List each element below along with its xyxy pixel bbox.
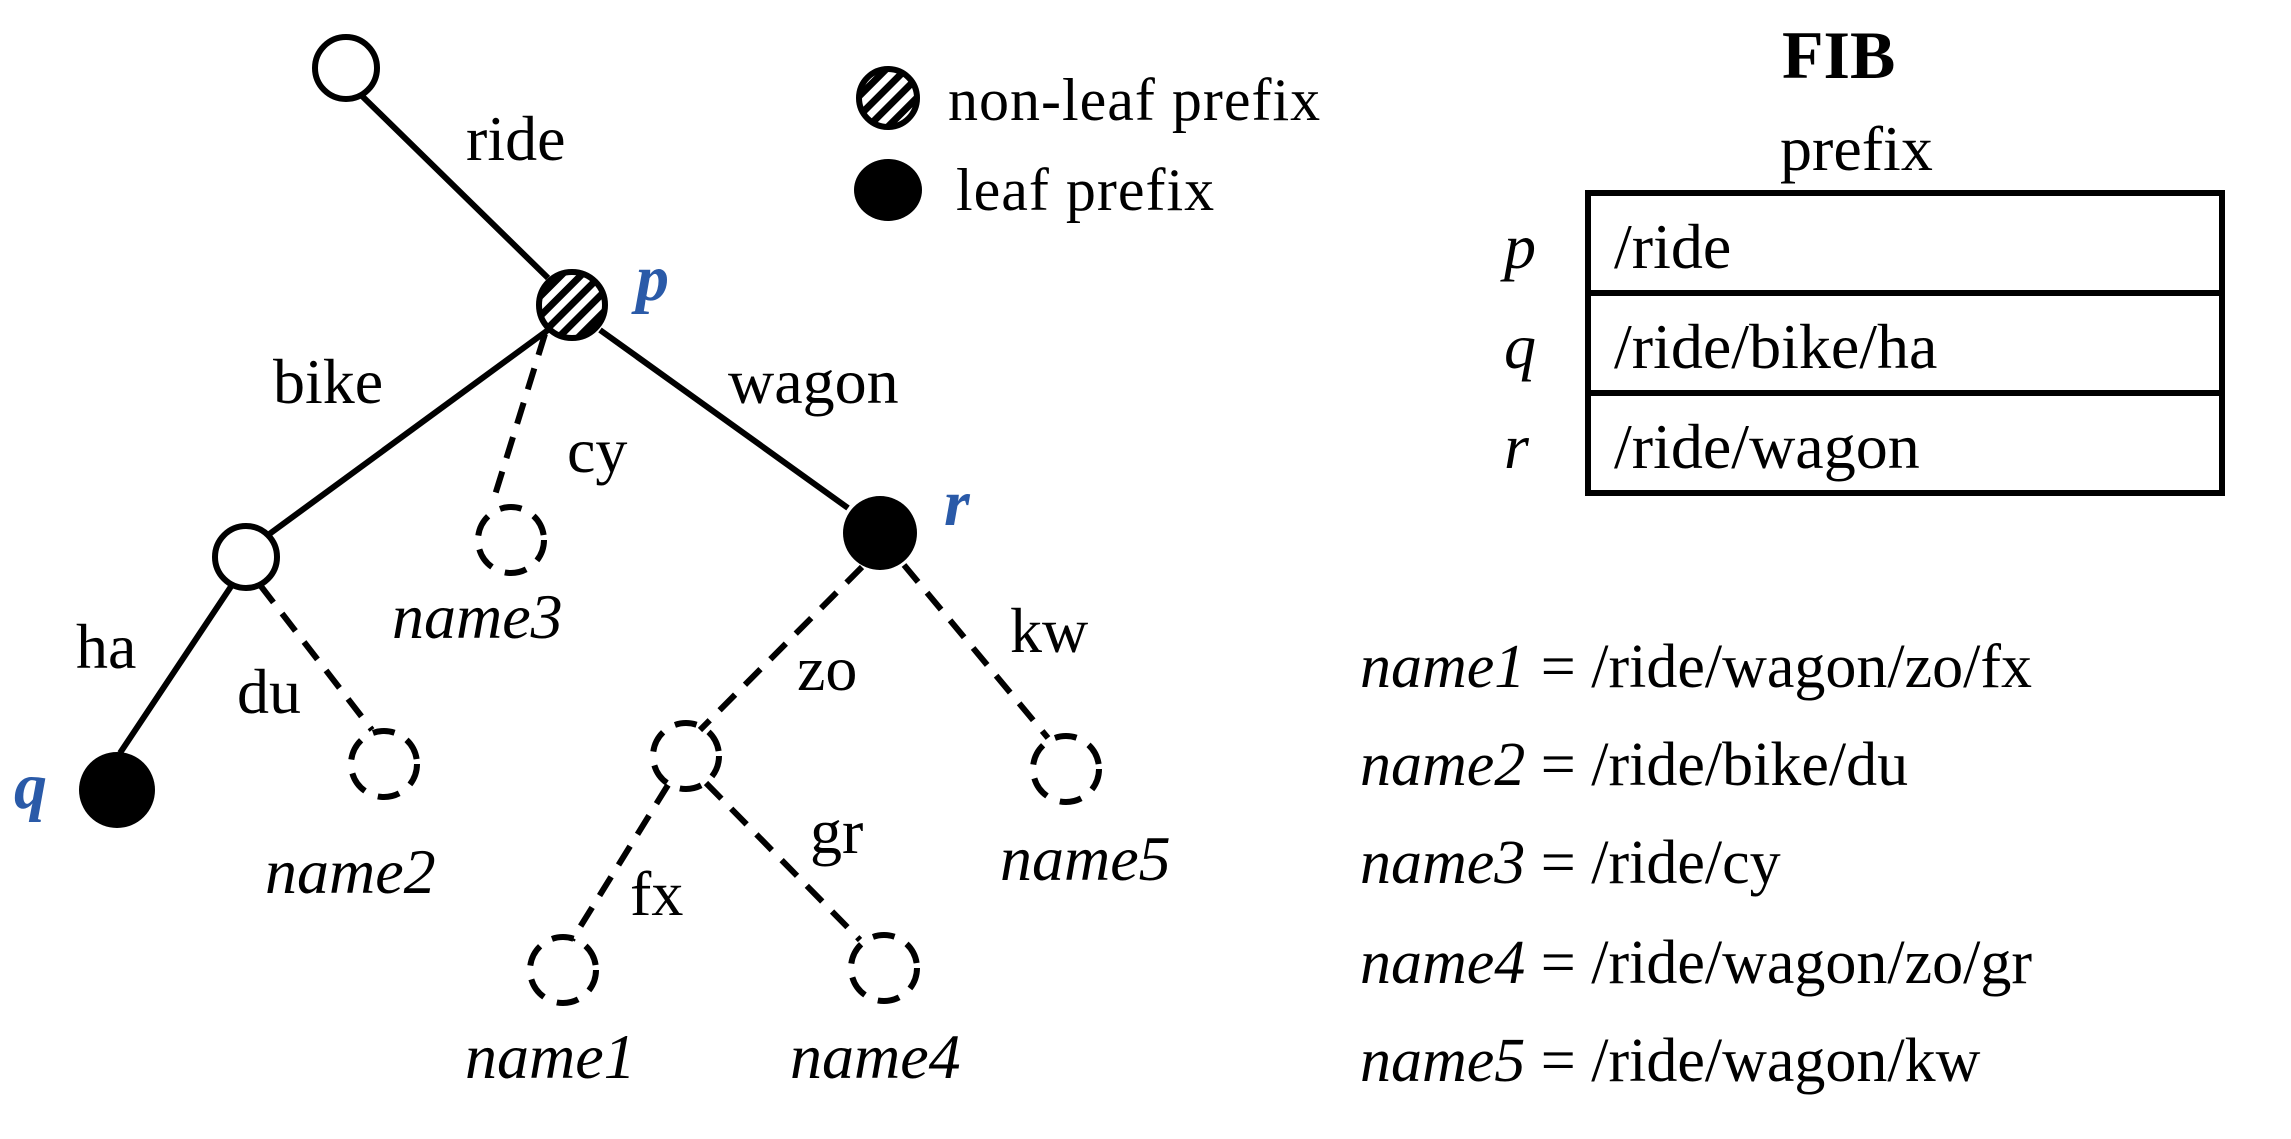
edge-r-name5 — [901, 563, 1051, 740]
fib-title: FIB — [1782, 17, 1895, 93]
edge-p-r — [598, 327, 850, 511]
edge-label-wagon: wagon — [728, 346, 899, 417]
legend-nonleaf-swatch — [856, 66, 920, 130]
fib-table: FIB prefix p q r /ride /ride/bike/ha /ri… — [1500, 17, 2225, 496]
name-definition-3: name3 = /ride/cy — [1360, 829, 1781, 897]
edge-p-name3 — [492, 333, 548, 496]
edge-label-bike: bike — [273, 346, 383, 417]
edge-label-zo: zo — [797, 633, 857, 704]
node-name1 — [527, 934, 599, 1006]
edge-label-du: du — [237, 656, 301, 727]
edge-label-fx: fx — [630, 858, 683, 929]
name-label-5: name5 — [1000, 823, 1171, 894]
name-definition-2: name2 = /ride/bike/du — [1360, 731, 1908, 799]
edge-zo-name1 — [569, 783, 671, 942]
fib-key-r: r — [1504, 411, 1530, 482]
edge-r-zo-node — [697, 564, 865, 733]
node-name2 — [348, 728, 420, 800]
edge-label-kw: kw — [1010, 595, 1088, 666]
name-label-4: name4 — [790, 1021, 961, 1092]
fib-column-header: prefix — [1780, 113, 1933, 184]
node-tags: p q r — [14, 242, 971, 823]
edge-bike-q — [117, 583, 235, 755]
legend-leaf-label: leaf prefix — [956, 157, 1215, 223]
edge-bike-name2 — [257, 583, 375, 732]
edge-p-bike-node — [266, 327, 550, 538]
fib-row-r — [1585, 390, 2225, 496]
name-label-1: name1 — [465, 1021, 636, 1092]
node-q-leaf-prefix — [79, 752, 155, 828]
fib-prefix-q: /ride/bike/ha — [1614, 311, 1937, 382]
edge-labels: ride bike cy wagon ha du zo kw fx gr — [76, 103, 1088, 929]
node-p-nonleaf-prefix — [536, 269, 608, 341]
edge-label-ha: ha — [76, 611, 136, 682]
legend-nonleaf-label: non-leaf prefix — [948, 67, 1321, 133]
name-definition-1: name1 = /ride/wagon/zo/fx — [1360, 633, 2032, 701]
legend-leaf-swatch — [854, 159, 922, 221]
fib-prefix-p: /ride — [1614, 211, 1731, 282]
name-label-3: name3 — [392, 581, 563, 652]
node-name4 — [848, 932, 920, 1004]
node-name3 — [475, 504, 547, 576]
edge-zo-name4 — [703, 780, 863, 943]
tree-edges — [117, 93, 1051, 943]
edge-root-p — [359, 93, 551, 281]
name-definition-4: name4 = /ride/wagon/zo/gr — [1360, 929, 2032, 997]
node-zo — [650, 720, 722, 792]
edge-label-gr: gr — [810, 796, 863, 867]
fib-key-p: p — [1500, 211, 1536, 282]
edge-label-ride: ride — [466, 103, 566, 174]
fib-prefix-r: /ride/wagon — [1614, 411, 1920, 482]
node-bike — [212, 523, 280, 591]
name-definitions: name1 = /ride/wagon/zo/fx name2 = /ride/… — [1360, 633, 2032, 1095]
name-definition-5: name5 = /ride/wagon/kw — [1360, 1027, 1981, 1095]
legend: non-leaf prefix leaf prefix — [854, 66, 1321, 223]
node-name5 — [1030, 733, 1102, 805]
root-node — [312, 34, 380, 102]
name-labels: name3 name2 name5 name1 name4 — [265, 581, 1171, 1092]
node-tag-r: r — [944, 467, 971, 540]
name-label-2: name2 — [265, 836, 436, 907]
node-r-leaf-prefix — [843, 496, 917, 570]
fib-key-q: q — [1504, 311, 1536, 382]
node-tag-p: p — [631, 242, 669, 315]
tree-nodes — [79, 34, 1102, 1006]
node-tag-q: q — [14, 750, 47, 823]
edge-label-cy: cy — [567, 415, 627, 486]
